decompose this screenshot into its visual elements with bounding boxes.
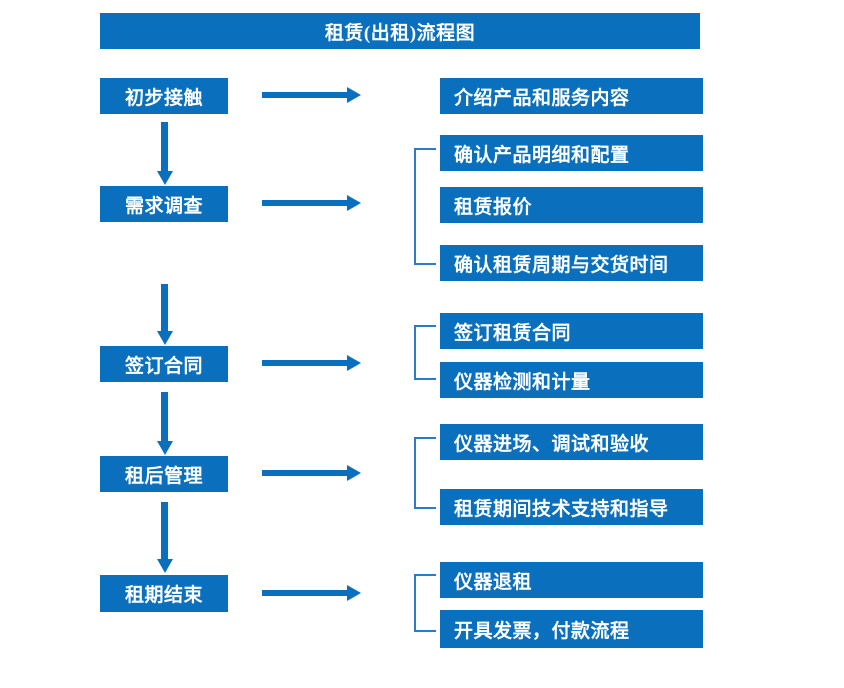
detail-box-sign-contract-1[interactable]: 签订租赁合同: [440, 313, 703, 349]
bracket-connector-sign-contract: [414, 325, 436, 380]
bracket-connector-post-rental-management: [414, 437, 436, 509]
diagram-title-bar: 租赁(出租)流程图: [100, 13, 700, 49]
detail-box-lease-end-2[interactable]: 开具发票，付款流程: [440, 610, 703, 648]
detail-box-post-rental-management-2[interactable]: 租赁期间技术支持和指导: [440, 489, 703, 525]
stage-box-initial-contact[interactable]: 初步接触: [100, 78, 228, 114]
arrow-down-contact-to-survey: [161, 122, 168, 172]
bracket-connector-lease-end: [414, 574, 436, 632]
stage-box-post-rental-management[interactable]: 租后管理: [100, 456, 228, 492]
arrow-right-post-rental-management: [262, 470, 348, 476]
arrow-down-contract-to-management: [161, 392, 168, 442]
detail-box-demand-survey-2[interactable]: 租赁报价: [440, 187, 703, 223]
arrow-right-sign-contract: [262, 360, 348, 366]
arrow-right-lease-end: [262, 590, 348, 596]
detail-box-demand-survey-3[interactable]: 确认租赁周期与交货时间: [440, 245, 703, 281]
detail-box-demand-survey-1[interactable]: 确认产品明细和配置: [440, 135, 703, 171]
bracket-connector-demand-survey: [414, 148, 436, 265]
arrow-down-survey-to-contract: [161, 284, 168, 332]
detail-box-lease-end-1[interactable]: 仪器退租: [440, 562, 703, 598]
stage-box-lease-end[interactable]: 租期结束: [100, 575, 228, 612]
stage-box-demand-survey[interactable]: 需求调查: [100, 186, 228, 222]
detail-box-sign-contract-2[interactable]: 仪器检测和计量: [440, 362, 703, 398]
arrow-right-initial-contact: [262, 92, 348, 98]
detail-box-post-rental-management-1[interactable]: 仪器进场、调试和验收: [440, 424, 703, 460]
arrow-right-demand-survey: [262, 200, 348, 206]
stage-box-sign-contract[interactable]: 签订合同: [100, 346, 228, 382]
detail-box-initial-contact-1[interactable]: 介绍产品和服务内容: [440, 78, 703, 114]
arrow-down-management-to-end: [161, 502, 168, 560]
